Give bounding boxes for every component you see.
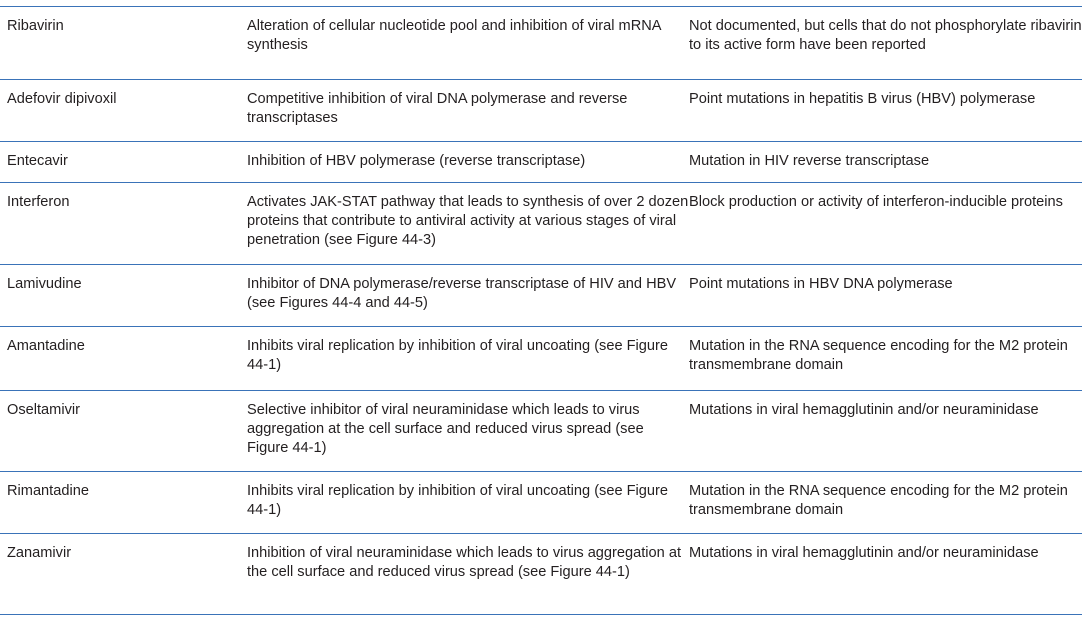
- table-row: Rimantadine Inhibits viral replication b…: [0, 471, 1082, 534]
- resistance-cell: Not documented, but cells that do not ph…: [689, 6, 1082, 80]
- drug-name-cell: Lamivudine: [0, 264, 247, 327]
- table-row: Ribavirin Alteration of cellular nucleot…: [0, 6, 1082, 80]
- mechanism-cell: Alteration of cellular nucleotide pool a…: [247, 6, 689, 80]
- drug-name-cell: Zanamivir: [7, 545, 72, 561]
- table-row: Lamivudine Inhibitor of DNA polymerase/r…: [0, 264, 1082, 327]
- table-row: Entecavir Inhibition of HBV polymerase (…: [0, 141, 1082, 183]
- mechanism-cell: Inhibits viral replication by inhibition…: [247, 326, 689, 391]
- resistance-cell: Block production or activity of interfer…: [689, 182, 1082, 265]
- mechanism-cell: Inhibitor of DNA polymerase/reverse tran…: [247, 264, 689, 327]
- table-row: Interferon Activates JAK-STAT pathway th…: [0, 182, 1082, 265]
- drug-name-cell: Ribavirin: [0, 6, 247, 80]
- mechanism-cell: Inhibition of HBV polymerase (reverse tr…: [247, 141, 689, 183]
- drug-name-cell: Entecavir: [0, 141, 247, 183]
- resistance-cell: Point mutations in HBV DNA polymerase: [689, 264, 1082, 327]
- drug-name-cell: Amantadine: [0, 326, 247, 391]
- mechanism-cell: Competitive inhibition of viral DNA poly…: [247, 79, 689, 142]
- resistance-cell: Point mutations in hepatitis B virus (HB…: [689, 79, 1082, 142]
- drug-name-cell: Oseltamivir: [0, 390, 247, 472]
- antiviral-drugs-table: Ribavirin Alteration of cellular nucleot…: [0, 6, 1082, 615]
- mechanism-cell: Selective inhibitor of viral neuraminida…: [247, 390, 689, 472]
- resistance-cell: Mutation in HIV reverse transcriptase: [689, 141, 1082, 183]
- resistance-cell: Mutations in viral hemagglutinin and/or …: [689, 545, 1039, 561]
- table-row: Amantadine Inhibits viral replication by…: [0, 326, 1082, 391]
- resistance-cell: Mutation in the RNA sequence encoding fo…: [689, 471, 1082, 534]
- table-row: Zanamivir Inhibition of viral neuraminid…: [0, 534, 1082, 615]
- mechanism-cell: Inhibits viral replication by inhibition…: [247, 471, 689, 534]
- drug-name-cell: Adefovir dipivoxil: [0, 79, 247, 142]
- table-row: Oseltamivir Selective inhibitor of viral…: [0, 390, 1082, 472]
- resistance-cell: Mutations in viral hemagglutinin and/or …: [689, 390, 1082, 472]
- drug-name-cell: Rimantadine: [0, 471, 247, 534]
- resistance-cell: Mutation in the RNA sequence encoding fo…: [689, 326, 1082, 391]
- mechanism-cell: Activates JAK-STAT pathway that leads to…: [247, 182, 689, 265]
- mechanism-cell: Inhibition of viral neuraminidase which …: [247, 545, 682, 580]
- table-row: Adefovir dipivoxil Competitive inhibitio…: [0, 79, 1082, 142]
- drug-name-cell: Interferon: [0, 182, 247, 265]
